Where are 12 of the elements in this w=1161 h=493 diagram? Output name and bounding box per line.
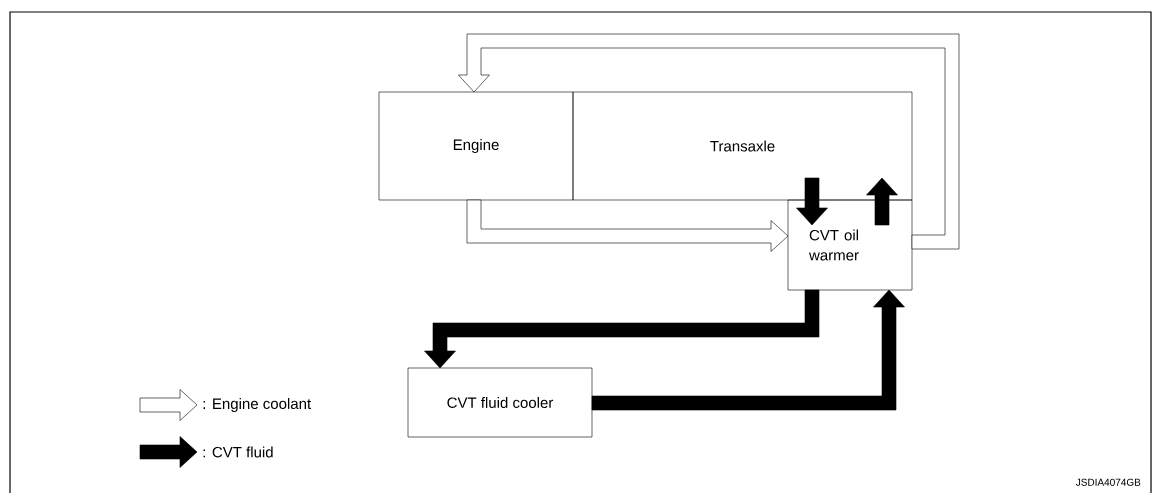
component-box: Transaxle bbox=[572, 91, 913, 201]
figure-code: JSDIA4074GB bbox=[1075, 478, 1141, 486]
legend-label: : Engine coolant bbox=[203, 398, 312, 412]
arrow bbox=[796, 177, 828, 226]
arrow bbox=[866, 177, 898, 226]
arrow bbox=[424, 289, 820, 369]
arrow bbox=[591, 289, 905, 411]
arrow bbox=[458, 33, 960, 250]
component-box: CVT fluid cooler bbox=[407, 367, 593, 438]
arrow bbox=[466, 199, 789, 252]
legend-label: : CVT fluid bbox=[203, 446, 273, 458]
component-box: Engine bbox=[378, 91, 574, 201]
